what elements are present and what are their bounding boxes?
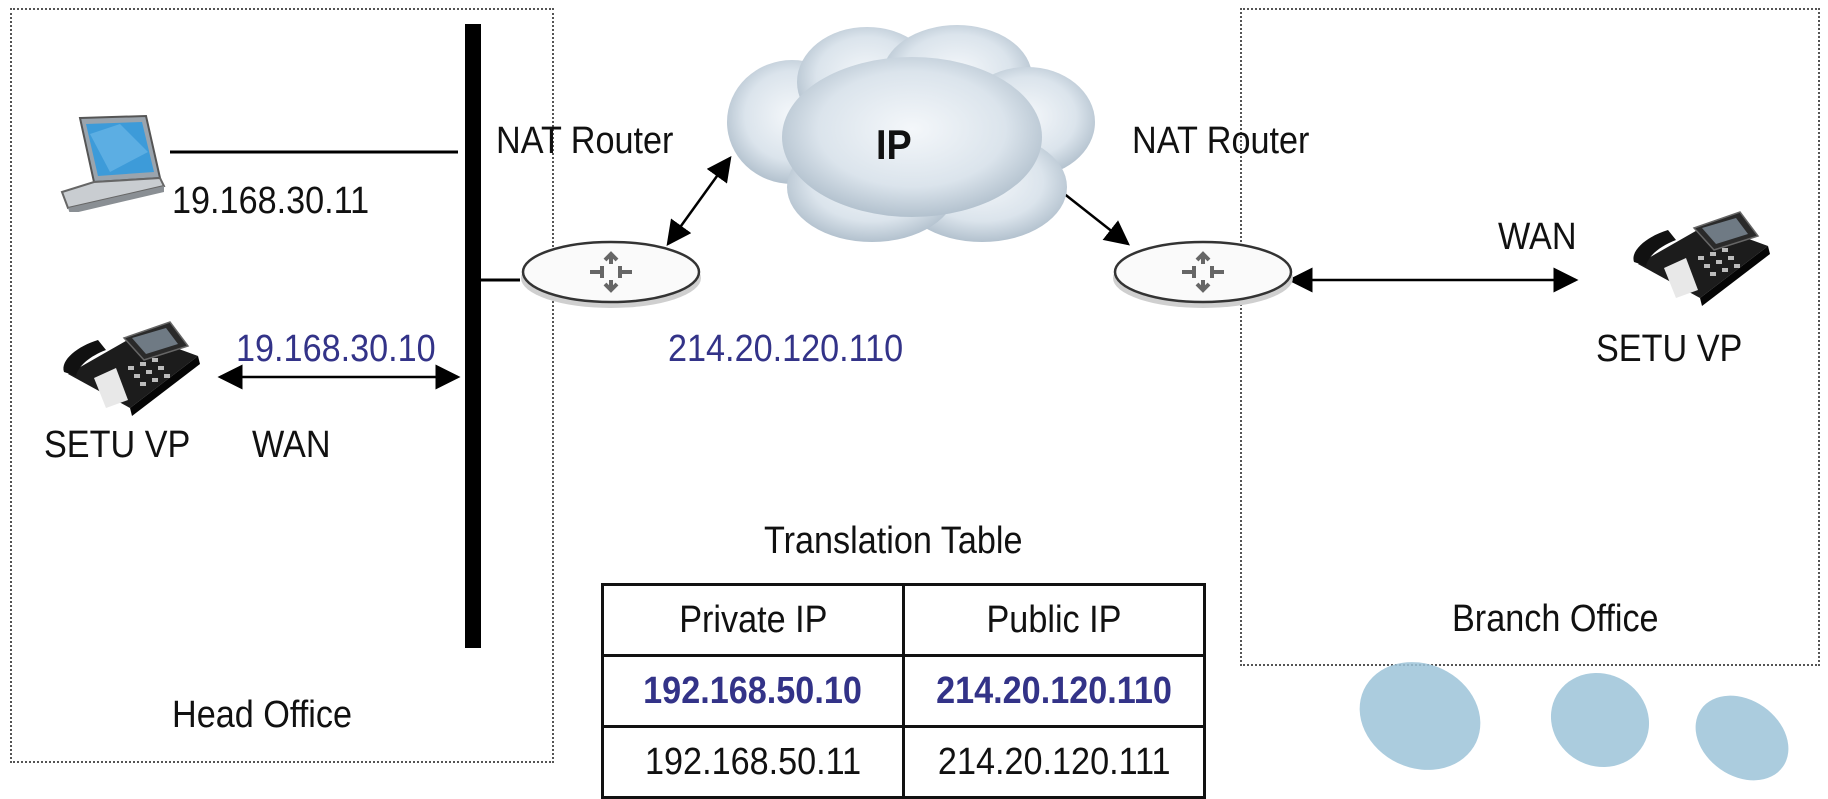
table-cell: 192.168.50.11 (601, 725, 905, 799)
right-router-icon (1113, 240, 1293, 308)
branch-office-label: Branch Office (1452, 598, 1659, 640)
cloud-label: IP (876, 121, 912, 168)
right-router-label: NAT Router (1132, 120, 1310, 162)
table-cell: 214.20.120.111 (902, 725, 1206, 799)
translation-table-title: Translation Table (764, 520, 1023, 562)
branch-office-wan-label: WAN (1498, 216, 1577, 258)
translation-table: Private IP Public IP 192.168.50.10 214.2… (601, 583, 1206, 799)
head-office-phone-ip: 19.168.30.10 (236, 328, 436, 370)
branch-office-boundary (1240, 8, 1820, 666)
branch-office-phone-label: SETU VP (1596, 328, 1743, 370)
table-header-cell: Private IP (601, 583, 905, 657)
table-row: 192.168.50.11 214.20.120.111 (601, 725, 1206, 799)
table-cell: 192.168.50.10 (601, 654, 905, 728)
head-office-wan-label: WAN (252, 424, 331, 466)
laptop-icon (60, 114, 166, 212)
left-router-public-ip: 214.20.120.110 (668, 328, 904, 370)
head-office-boundary (10, 8, 554, 763)
table-header-cell: Public IP (902, 583, 1206, 657)
head-office-phone-icon (63, 321, 200, 416)
table-row: 192.168.50.10 214.20.120.110 (601, 654, 1206, 728)
head-office-label: Head Office (172, 694, 352, 736)
cloud-icon (727, 25, 1095, 242)
table-cell: 214.20.120.110 (902, 654, 1206, 728)
table-header-row: Private IP Public IP (601, 583, 1206, 657)
laptop-ip: 19.168.30.11 (172, 180, 370, 222)
head-office-phone-label: SETU VP (44, 424, 191, 466)
left-router-icon (521, 240, 701, 308)
left-router-label: NAT Router (496, 120, 674, 162)
branch-office-phone-icon (1633, 211, 1770, 306)
lan-backbone (465, 24, 481, 648)
